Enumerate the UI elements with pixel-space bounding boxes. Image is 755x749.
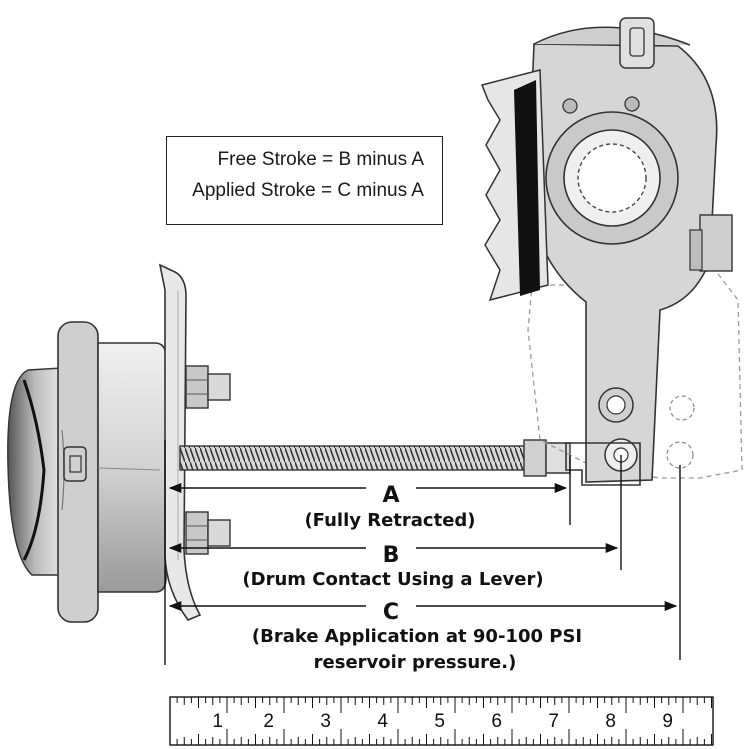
ruler-number: 7 [548, 711, 559, 732]
measurement-b-letter: B [383, 543, 400, 568]
free-stroke-formula: Free Stroke = B minus A [217, 149, 424, 170]
measurement-c-caption-line1: (Brake Application at 90-100 PSI [252, 626, 582, 647]
measuring-ruler: 1 2 3 4 5 6 7 8 9 [169, 696, 714, 746]
pushrod [179, 439, 571, 477]
mounting-bracket [158, 263, 202, 621]
measurement-a-caption: (Fully Retracted) [304, 510, 475, 531]
measurement-c-letter: C [383, 600, 399, 625]
slack-adjuster [480, 17, 743, 486]
ruler-number: 1 [212, 711, 223, 732]
measurement-b-caption: (Drum Contact Using a Lever) [242, 569, 543, 590]
applied-stroke-formula: Applied Stroke = C minus A [192, 180, 424, 201]
brake-chamber [7, 321, 167, 623]
ruler-number: 2 [263, 711, 274, 732]
ruler-number: 3 [320, 711, 331, 732]
measurement-c-caption-line2: reservoir pressure.) [314, 652, 517, 673]
measurement-a-letter: A [382, 483, 399, 508]
ruler-number: 5 [434, 711, 445, 732]
ruler-number: 6 [491, 711, 502, 732]
stroke-formula-box: Free Stroke = B minus A Applied Stroke =… [166, 136, 443, 225]
ruler-number: 4 [377, 711, 388, 732]
ruler-number: 8 [605, 711, 616, 732]
ruler-number: 9 [662, 711, 673, 732]
